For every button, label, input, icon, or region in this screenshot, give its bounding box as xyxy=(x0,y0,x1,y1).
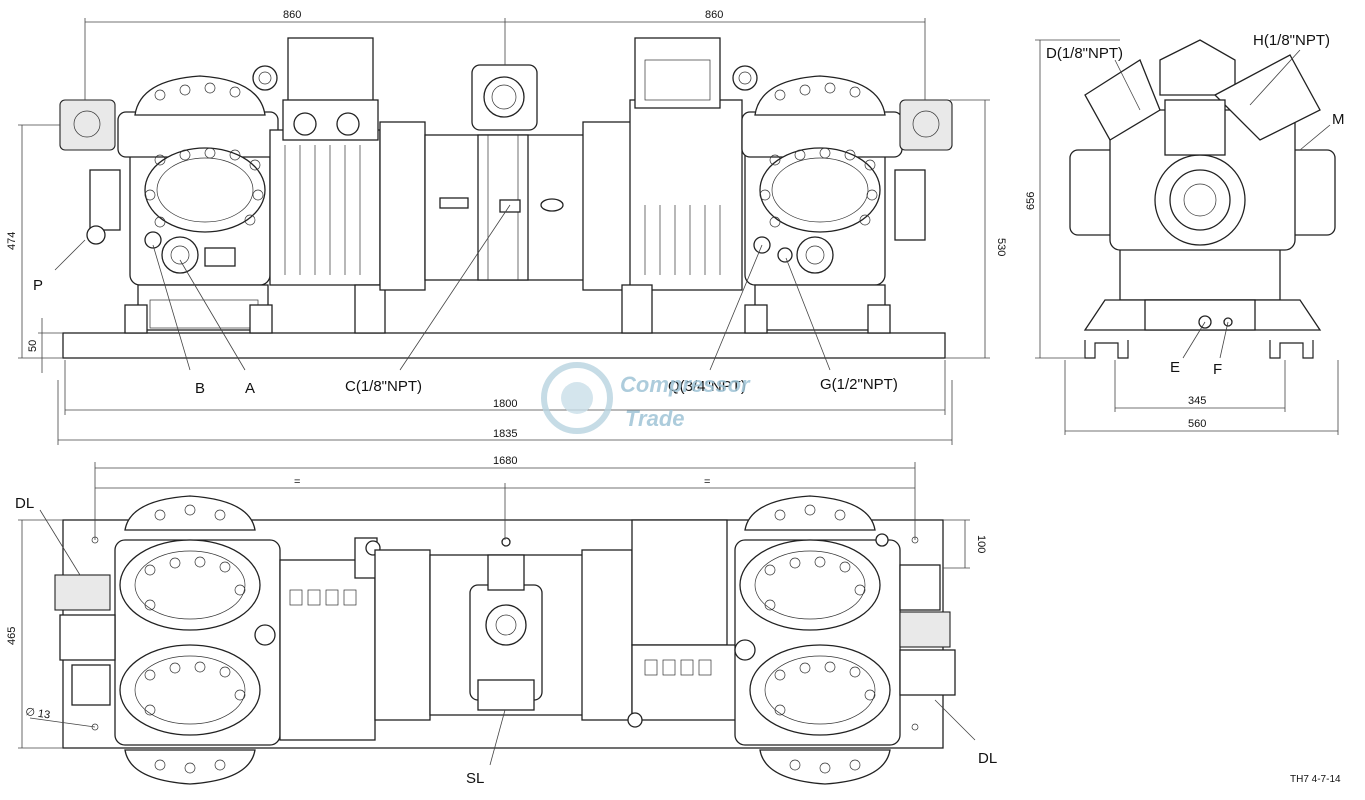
front-right-compressor xyxy=(732,65,953,334)
top-left-compressor xyxy=(54,495,281,785)
label-dl-right: DL xyxy=(978,750,997,767)
dim-front-base-length: 1800 xyxy=(493,398,517,410)
top-dimension-lines xyxy=(18,462,976,749)
dim-front-height-530: 530 xyxy=(995,238,1007,256)
dim-top-equal-left: = xyxy=(294,476,300,488)
label-a: A xyxy=(245,380,255,397)
label-g: G(1/2"NPT) xyxy=(820,376,898,393)
watermark-logo: Compressor Trade xyxy=(541,362,751,434)
dim-front-height-474: 474 xyxy=(6,232,18,250)
label-dl-left: DL xyxy=(15,495,34,512)
top-right-motor xyxy=(581,519,738,728)
front-left-motor xyxy=(269,37,426,334)
label-b: B xyxy=(195,380,205,397)
dim-hole-diameter: ∅ 13 xyxy=(25,706,51,721)
front-base-frame xyxy=(62,332,946,359)
top-left-motor xyxy=(279,537,431,741)
dim-side-height: 656 xyxy=(1025,192,1037,210)
front-dimension-lines xyxy=(18,18,990,445)
label-sl: SL xyxy=(466,770,484,787)
dim-front-left-span: 860 xyxy=(283,9,301,21)
dim-front-total-length: 1835 xyxy=(493,428,517,440)
dim-top-equal-right: = xyxy=(704,476,710,488)
dim-side-foot-span: 345 xyxy=(1188,395,1206,407)
label-e: E xyxy=(1170,359,1180,376)
front-right-motor xyxy=(582,37,743,334)
front-view: 860 860 474 530 50 1800 1835 P B A C(1/8… xyxy=(6,9,1007,445)
label-p: P xyxy=(33,277,43,294)
watermark-line2: Trade xyxy=(625,406,685,431)
top-right-compressor xyxy=(734,495,956,785)
dim-top-depth: 465 xyxy=(6,627,18,645)
front-left-compressor xyxy=(59,65,279,334)
label-h: H(1/8"NPT) xyxy=(1253,32,1330,49)
label-d: D(1/8"NPT) xyxy=(1046,45,1123,62)
dim-side-width: 560 xyxy=(1188,418,1206,430)
front-center-shell xyxy=(424,64,586,281)
side-view: 656 345 560 D(1/8"NPT) H(1/8"NPT) M E F xyxy=(1025,32,1345,435)
watermark-line1: Compressor xyxy=(620,372,751,397)
label-q: Q(3/4"NPT) xyxy=(668,378,746,395)
dim-front-right-span: 860 xyxy=(705,9,723,21)
top-view: 1680 = = 465 100 ∅ 13 DL DL SL xyxy=(6,455,997,787)
label-m: M xyxy=(1332,111,1345,128)
dim-top-mount-span: 1680 xyxy=(493,455,517,467)
dim-front-base-50: 50 xyxy=(27,340,39,352)
drawing-reference: TH7 4-7-14 xyxy=(1290,774,1341,785)
dim-top-offset: 100 xyxy=(975,535,987,553)
label-f: F xyxy=(1213,361,1222,378)
label-c: C(1/8"NPT) xyxy=(345,378,422,395)
